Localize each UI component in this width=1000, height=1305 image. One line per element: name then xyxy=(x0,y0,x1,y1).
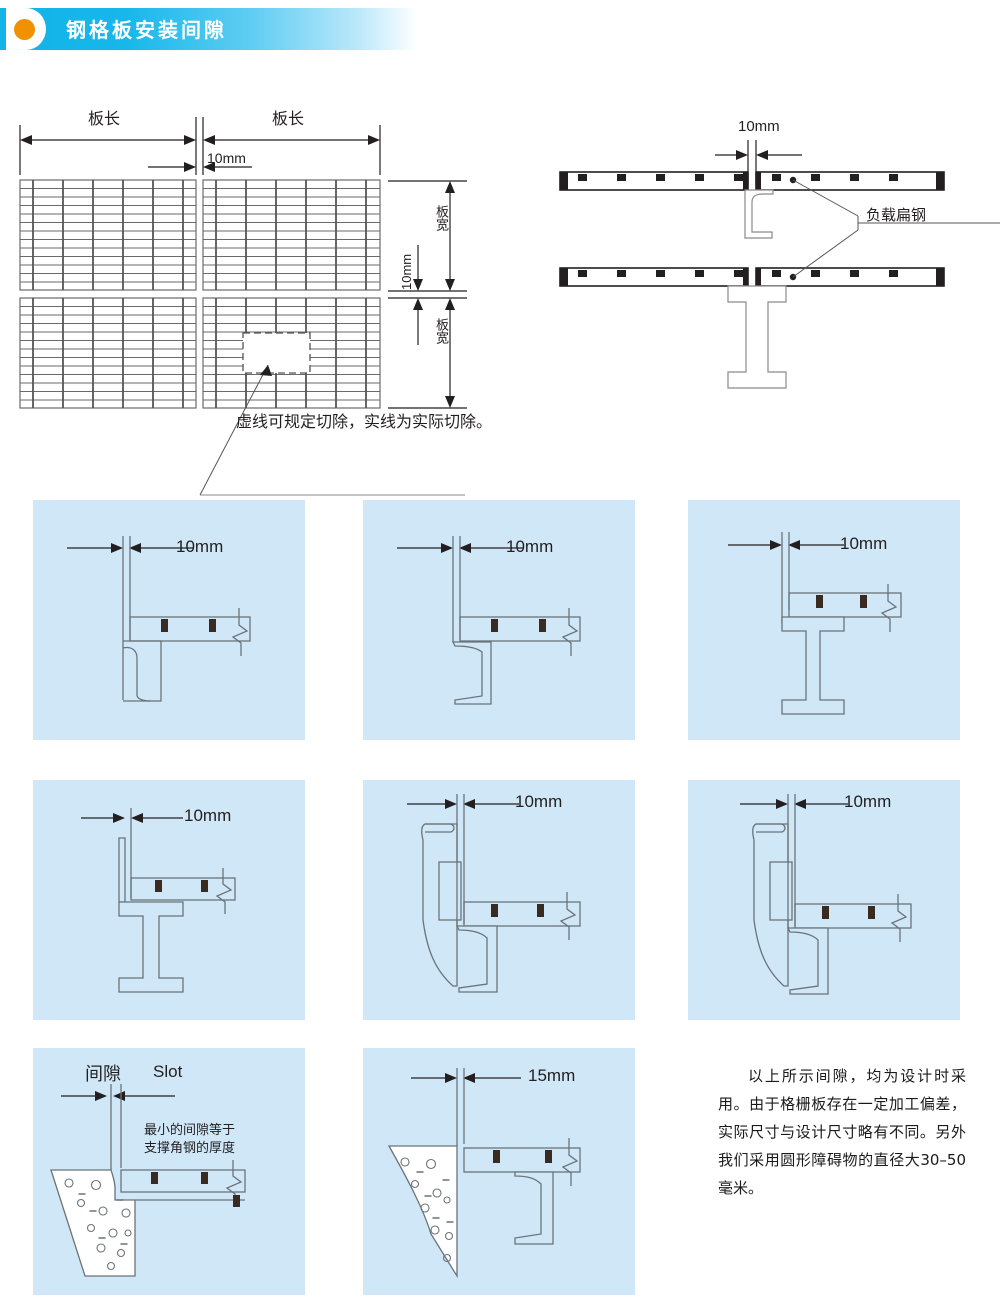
panel-8-dimension-label: 15mm xyxy=(528,1066,576,1085)
panel-4-dimension-label: 10mm xyxy=(184,806,232,825)
section-grating-lower-right xyxy=(755,267,945,287)
section-grating-upper-right xyxy=(755,171,945,191)
header-banner: 钢格板安装间隙 xyxy=(0,8,418,50)
break-symbol xyxy=(215,868,233,914)
bolt-plate xyxy=(438,861,462,921)
panel-1-dimension-label: 10mm xyxy=(176,537,224,556)
panel-4-svg xyxy=(81,808,236,993)
detail-panel-6: 10mm xyxy=(688,780,960,1020)
i-beam-support-lower xyxy=(727,285,787,389)
grating-band-lower xyxy=(19,297,465,496)
panel-3-dimension-label: 10mm xyxy=(840,534,888,553)
i-beam-profile xyxy=(781,616,845,715)
z-support-profile xyxy=(514,1171,554,1245)
plate-length-left-label: 板长 xyxy=(88,111,121,128)
section-gap-label: 10mm xyxy=(738,118,780,135)
break-symbol xyxy=(880,584,898,632)
plan-gap-label: 10mm xyxy=(207,150,246,166)
detail-panel-4: 10mm xyxy=(33,780,305,1020)
break-symbol xyxy=(890,894,908,942)
panel-6-svg xyxy=(740,794,912,995)
break-symbol xyxy=(231,608,249,656)
panel-7-note-line-1: 最小的间隙等于 xyxy=(144,1123,236,1138)
plate-width-top-label: 板宽 xyxy=(433,205,448,231)
panel-6-dimension-label: 10mm xyxy=(844,792,892,811)
orange-dot-icon xyxy=(14,19,35,40)
z-support-profile xyxy=(451,641,492,705)
channel-support xyxy=(455,925,498,993)
detail-panel-1: 10mm xyxy=(33,500,305,740)
panel-7-gap-label-cn: 间隙 xyxy=(85,1064,121,1085)
i-beam-profile xyxy=(118,901,184,993)
concrete-section xyxy=(387,1145,458,1279)
panel-2-svg xyxy=(397,536,581,705)
section-grating-upper-left xyxy=(559,171,749,191)
channel-profile xyxy=(122,646,152,702)
z-support-profile xyxy=(786,927,829,995)
panel-3-svg xyxy=(728,532,902,715)
detail-panel-2: 10mm xyxy=(363,500,635,740)
panel-7-gap-label-en: Slot xyxy=(153,1062,183,1081)
concrete-section xyxy=(50,1169,136,1277)
dashed-cutout xyxy=(242,332,311,374)
section-grating-lower-left xyxy=(559,267,749,287)
break-symbol xyxy=(561,608,579,656)
channel-support-upper xyxy=(744,189,774,239)
plan-vertical-gap-label: 10mm xyxy=(399,253,414,290)
section-view-svg xyxy=(559,140,1000,389)
panel-1-svg xyxy=(67,536,251,702)
detail-panel-5: 10mm xyxy=(363,780,635,1020)
detail-panel-3: 10mm xyxy=(688,500,960,740)
cutout-caption: 虚线可规定切除，实线为实际切除。 xyxy=(236,412,493,431)
panel-8-svg xyxy=(387,1068,581,1279)
panel-7-note-line-2: 支撑角钢的厚度 xyxy=(144,1141,236,1156)
break-symbol xyxy=(561,1138,579,1186)
page-title: 钢格板安装间隙 xyxy=(66,18,227,42)
footer-note: 以上所示间隙，均为设计时采用。由于格栅板存在一定加工偏差，实际尺寸与设计尺寸略有… xyxy=(718,1067,966,1197)
panel-2-dimension-label: 10mm xyxy=(506,537,554,556)
plate-length-right-label: 板长 xyxy=(272,111,305,128)
detail-panel-7: 间隙 Slot 最小的间隙等于 支撑角钢的厚度 xyxy=(33,1048,305,1295)
panel-5-svg xyxy=(407,794,581,993)
plate-width-bottom-label: 板宽 xyxy=(433,318,448,344)
bolt-plate xyxy=(769,861,793,921)
plan-view-svg xyxy=(19,117,467,496)
detail-panel-8: 15mm xyxy=(363,1048,635,1295)
break-symbol xyxy=(559,892,577,940)
angle-bracket xyxy=(118,837,126,903)
panel-7-svg xyxy=(50,1084,246,1277)
panel-5-dimension-label: 10mm xyxy=(515,792,563,811)
load-bar-callout-label: 负载扁钢 xyxy=(866,206,927,224)
grating-band-upper xyxy=(19,179,381,291)
